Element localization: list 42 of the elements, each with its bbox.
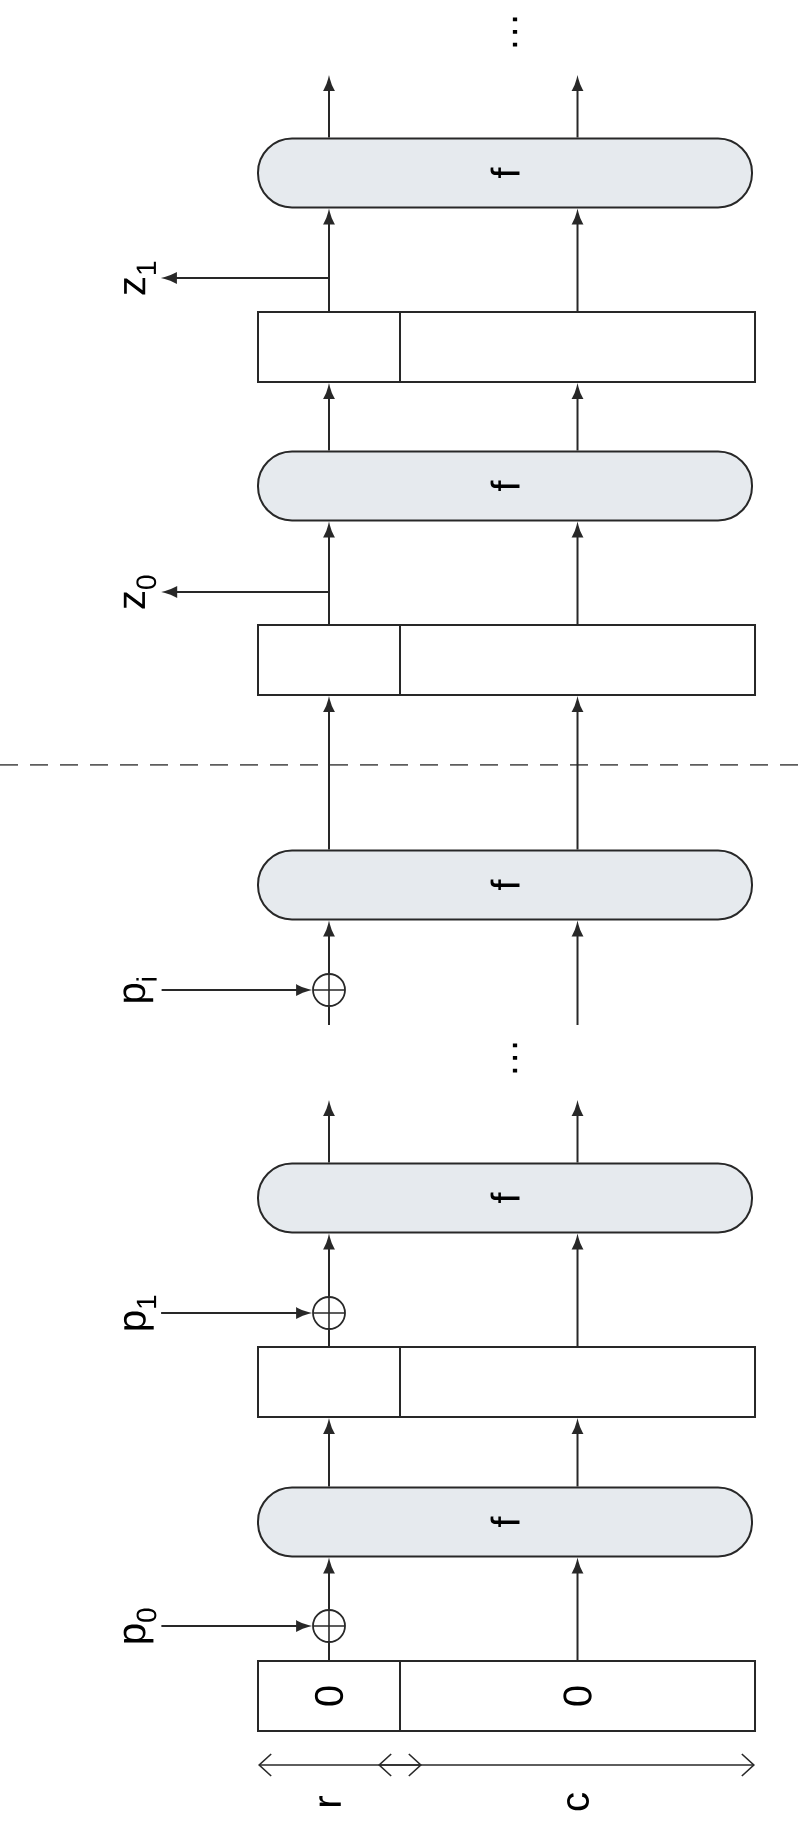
arrow (323, 1560, 335, 1611)
arrow (572, 1236, 583, 1347)
arrow (323, 1103, 335, 1164)
line (328, 1328, 330, 1347)
input-label: p$_{i}$ (123, 977, 157, 1002)
arrow (160, 1307, 309, 1319)
register-cell (257, 1346, 401, 1418)
arrow (323, 923, 335, 975)
arrow (164, 586, 330, 625)
arrow (323, 386, 335, 452)
output-label: z$_{1}$ (124, 261, 156, 295)
dimension-label: c (567, 1793, 589, 1811)
register-cell: 0 (257, 1660, 401, 1732)
permutation-box: f (257, 849, 753, 921)
arrow (164, 272, 330, 312)
input-label: p$_{0}$ (123, 1608, 157, 1643)
arrow (160, 984, 309, 996)
input-label: p$_{1}$ (123, 1295, 157, 1330)
arrow (323, 78, 335, 139)
dimension-label: r (319, 1796, 341, 1807)
arrow (323, 1236, 335, 1298)
arrow (572, 211, 583, 312)
xor-symbol (312, 973, 346, 1007)
xor-symbol (312, 1609, 346, 1643)
arrow (160, 1620, 309, 1632)
output-label: z$_{0}$ (123, 575, 157, 609)
permutation-box: f (257, 1486, 753, 1558)
line (328, 1005, 330, 1026)
permutation-box: f (257, 1162, 753, 1234)
ellipsis: … (512, 1043, 518, 1073)
permutation-box: f (257, 137, 753, 209)
permutation-box: f (257, 450, 753, 522)
arrow (572, 923, 583, 1026)
arrow (572, 1560, 583, 1661)
ellipsis: … (512, 17, 518, 47)
register-cell (257, 624, 401, 696)
line (328, 1641, 330, 1661)
arrow (572, 524, 583, 625)
arrow (323, 699, 335, 851)
register-cell (257, 311, 401, 383)
xor-symbol (312, 1296, 346, 1330)
arrow (323, 1421, 335, 1488)
